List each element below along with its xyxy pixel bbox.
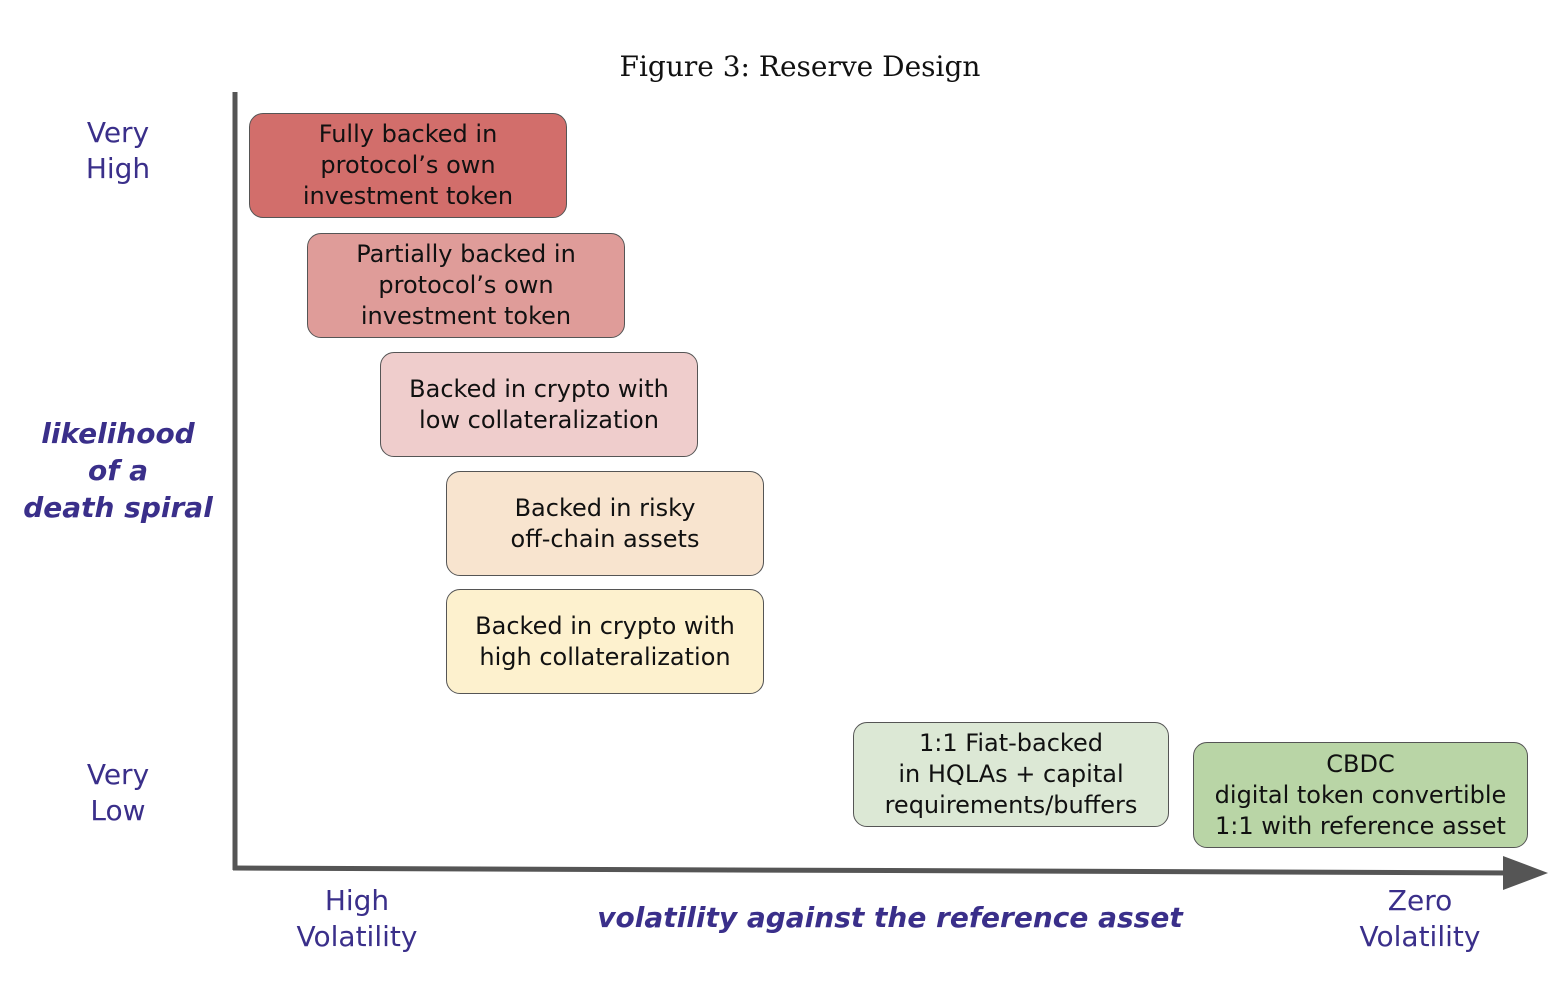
box-line: investment token [360,302,572,330]
box-line: protocol’s own [320,151,496,179]
box-line: Partially backed in [356,240,576,268]
y-axis-title-line: likelihood [41,417,195,450]
box-line: Fully backed in [318,120,498,148]
box-line: Backed in crypto with [409,374,669,403]
box-crypto-low-collateral: Backed in crypto with low collateralizat… [380,352,698,457]
box-risky-offchain-assets: Backed in risky off-chain assets [446,471,764,576]
box-line: Backed in risky [514,493,696,522]
x-axis-right-label-line: Zero [1387,884,1453,917]
y-axis-bottom-label: Very Low [58,757,178,829]
x-axis-left-label-line: High [324,884,390,917]
x-axis-arrowhead [1503,856,1548,890]
figure-title: Figure 3: Reserve Design [619,50,981,83]
box-fully-backed-own-token: Fully backed in protocol’s own investmen… [249,113,567,218]
box-line: digital token convertible [1214,780,1507,809]
y-axis-title-line: death spiral [23,491,213,524]
box-fiat-backed-hqla: 1:1 Fiat-backed in HQLAs + capital requi… [853,722,1169,827]
box-crypto-high-collateral: Backed in crypto with high collateraliza… [446,589,764,694]
x-axis-title: volatility against the reference asset [597,901,1183,934]
box-line: in HQLAs + capital [898,760,1124,788]
box-line: 1:1 Fiat-backed [919,729,1103,757]
box-line: low collateralization [419,405,659,434]
x-axis-line [232,865,1516,876]
box-line: off-chain assets [510,524,700,553]
y-axis-bottom-label-line: Very [86,758,150,791]
x-axis-left-label: High Volatility [272,883,442,955]
y-axis-top-label-line: Very [86,116,150,149]
box-line: high collateralization [479,642,731,671]
box-line: requirements/buffers [884,791,1138,819]
y-axis-top-label-line: High [85,152,151,185]
x-axis-left-label-line: Volatility [296,920,418,953]
box-line: CBDC [1326,749,1395,778]
box-partially-backed-own-token: Partially backed in protocol’s own inves… [307,233,625,338]
box-cbdc: CBDC digital token convertible 1:1 with … [1193,742,1528,848]
box-line: Backed in crypto with [475,611,735,640]
box-line: investment token [302,182,514,210]
box-line: protocol’s own [378,271,554,299]
x-axis-right-label: Zero Volatility [1340,883,1500,955]
y-axis-title: likelihood of a death spiral [18,415,218,526]
y-axis-bottom-label-line: Low [90,794,146,827]
box-line: 1:1 with reference asset [1215,811,1506,840]
y-axis-top-label: Very High [58,115,178,187]
x-axis-right-label-line: Volatility [1359,920,1481,953]
y-axis-title-line: of a [87,454,149,487]
